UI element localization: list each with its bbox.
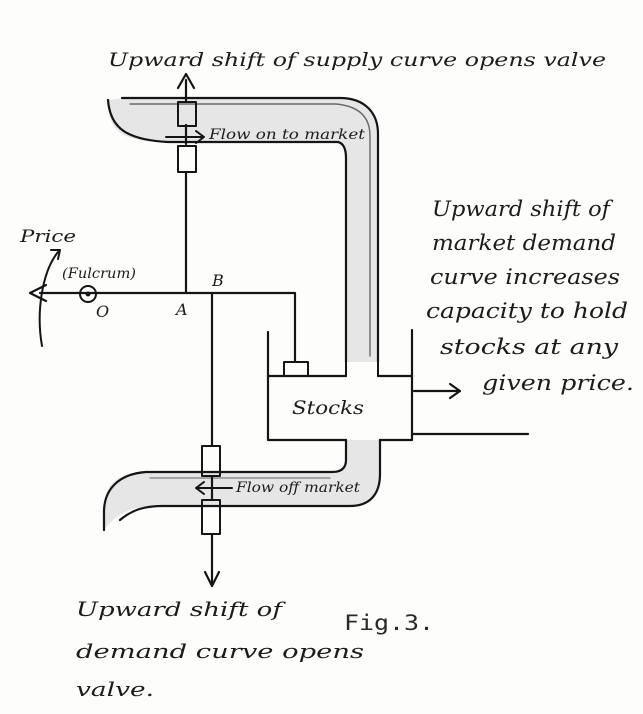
fulcrum-label: (Fulcrum) xyxy=(62,266,136,282)
flow-on-label: Flow on to market xyxy=(208,127,366,143)
flow-on-arrow xyxy=(165,130,205,144)
market-demand-line-1: Upward shift of xyxy=(432,197,613,221)
supply-upper-valve-block xyxy=(177,101,197,127)
market-demand-line-6: given price. xyxy=(482,371,634,395)
stocks-label: Stocks xyxy=(292,397,364,419)
fulcrum-centre xyxy=(85,291,91,297)
demand-valve-note: Upward shift of demand curve opens valve… xyxy=(76,597,364,701)
demand-pipe xyxy=(102,438,382,532)
market-demand-line-3: curve increases xyxy=(430,265,620,289)
price-arc xyxy=(38,251,59,347)
flow-off-arrow xyxy=(195,481,233,495)
figure-label: Fig.3. xyxy=(344,611,434,635)
point-a-label: A xyxy=(174,300,188,319)
demand-lower-valve-block xyxy=(201,499,221,535)
price-arc-arrowhead xyxy=(50,249,61,260)
tank-output-arrow xyxy=(412,382,462,400)
market-demand-line-4: capacity to hold xyxy=(426,299,628,323)
market-demand-line-5: stocks at any xyxy=(440,335,619,359)
lever-system xyxy=(28,72,297,588)
price-label: Price xyxy=(19,227,76,247)
supply-valve-caption: Upward shift of supply curve opens valve xyxy=(108,49,606,71)
fulcrum-symbol xyxy=(79,285,97,303)
demand-valve-line-1: Upward shift of xyxy=(76,597,287,621)
supply-lower-valve-block xyxy=(177,145,197,173)
stocks-tank xyxy=(266,328,530,442)
supply-pipe xyxy=(106,96,380,364)
demand-valve-line-3: valve. xyxy=(76,677,154,701)
flow-off-label: Flow off market xyxy=(235,480,361,496)
demand-upper-valve-block xyxy=(201,445,221,477)
demand-valve-line-2: demand curve opens xyxy=(76,639,364,663)
market-demand-line-2: market demand xyxy=(432,231,616,255)
point-o-label: O xyxy=(96,302,109,321)
point-b-label: B xyxy=(211,271,224,290)
market-demand-note: Upward shift of market demand curve incr… xyxy=(426,197,634,395)
